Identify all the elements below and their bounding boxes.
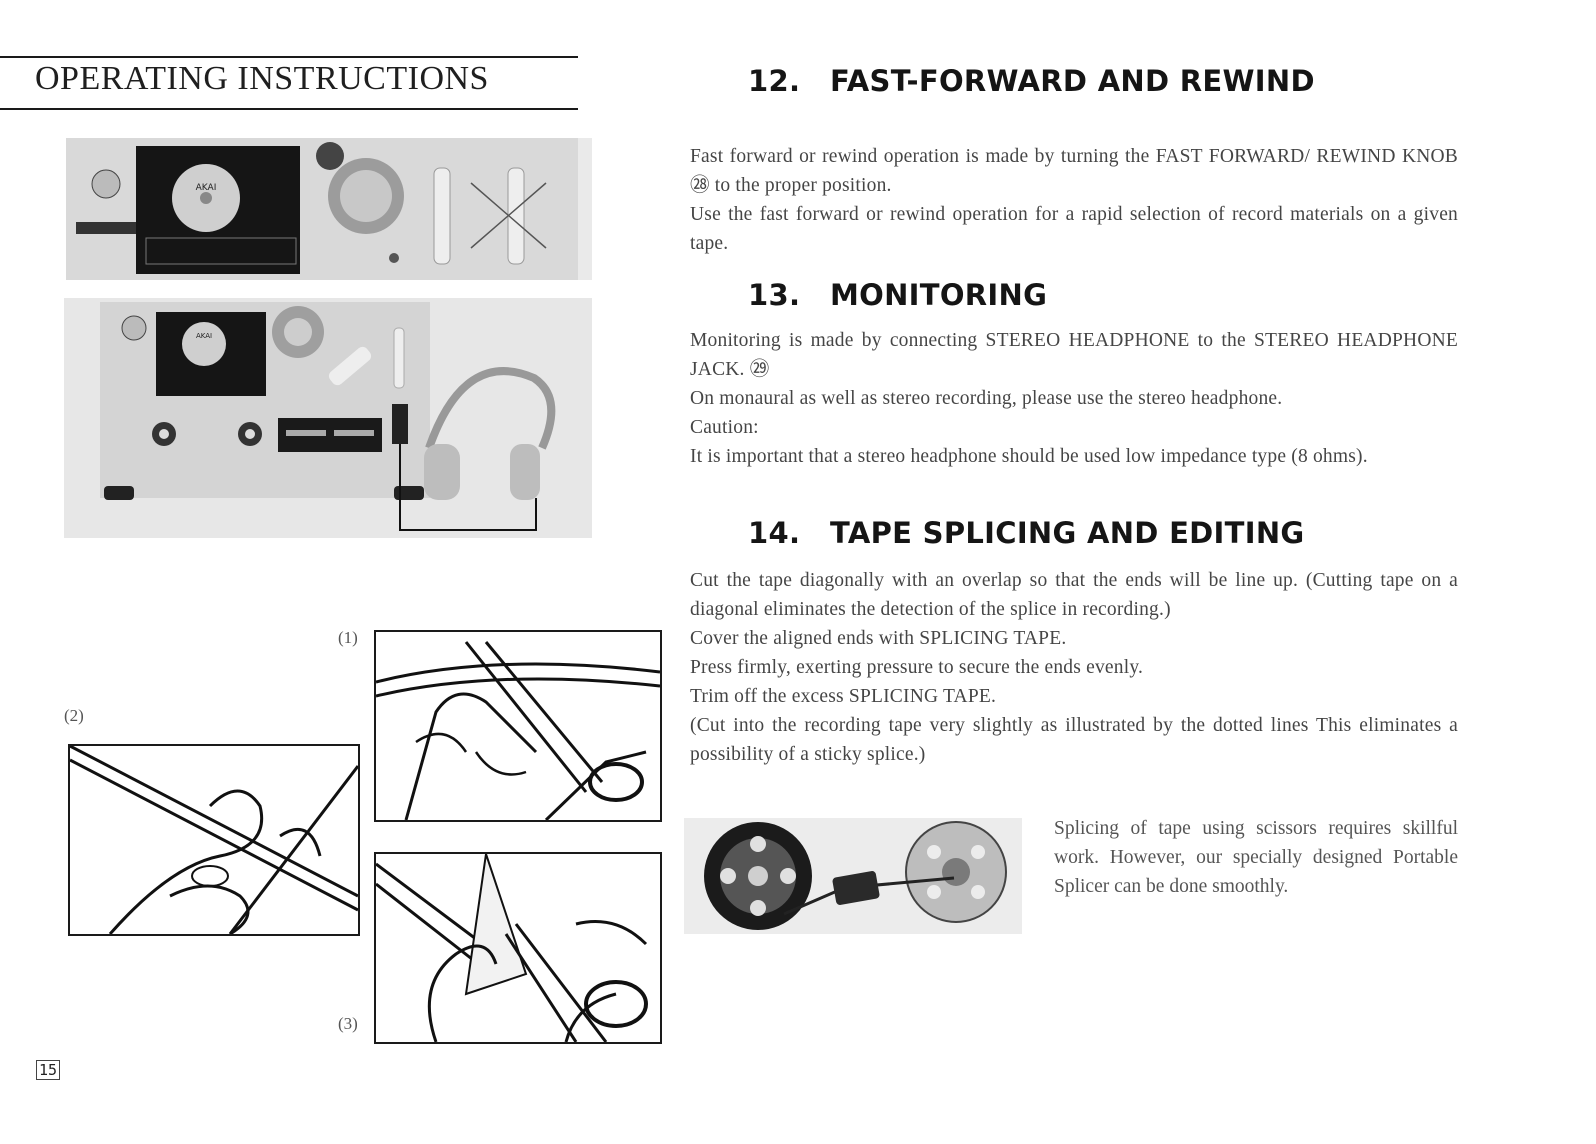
section-13-heading: 13. MONITORING xyxy=(748,278,1047,312)
illustration-label-1: (1) xyxy=(338,628,358,647)
header-rule-bottom xyxy=(0,108,578,110)
paragraph: Cut the tape diagonally with an overlap … xyxy=(690,570,1458,620)
paragraph: Press firmly, exerting pressure to secur… xyxy=(690,657,1144,678)
portable-splicer-photo xyxy=(684,818,1022,934)
section-13-body: Monitoring is made by connecting STEREO … xyxy=(690,326,1458,471)
brand-logo-text: AKAI xyxy=(196,332,212,340)
paragraph: Fast forward or rewind operation is made… xyxy=(690,146,1458,196)
splicing-illustration-2 xyxy=(68,744,360,936)
page-number: 15 xyxy=(36,1060,61,1080)
tape-deck-photo: AKAI xyxy=(66,138,592,280)
paragraph: Splicing of tape using scissors requires… xyxy=(1054,818,1458,897)
paragraph: Use the fast forward or rewind operation… xyxy=(690,204,1458,254)
header-rule-top xyxy=(0,56,578,58)
paragraph: Caution: xyxy=(690,417,759,438)
section-12-heading: 12. FAST-FORWARD AND REWIND xyxy=(748,64,1315,98)
section-12-body: Fast forward or rewind operation is made… xyxy=(690,142,1458,258)
paragraph: Monitoring is made by connecting STEREO … xyxy=(690,330,1458,380)
section-14-heading: 14. TAPE SPLICING AND EDITING xyxy=(748,516,1305,550)
page-title: OPERATING INSTRUCTIONS xyxy=(35,60,489,97)
section-title: TAPE SPLICING AND EDITING xyxy=(830,516,1305,550)
brand-logo-text: AKAI xyxy=(196,183,217,193)
splicing-illustration-3 xyxy=(374,852,662,1044)
section-title: MONITORING xyxy=(830,278,1048,312)
splicer-caption: Splicing of tape using scissors requires… xyxy=(1054,814,1458,901)
paragraph: Trim off the excess SPLICING TAPE. xyxy=(690,686,997,707)
paragraph: Cover the aligned ends with SPLICING TAP… xyxy=(690,628,1067,649)
section-number: 12. xyxy=(748,64,801,98)
section-number: 13. xyxy=(748,278,801,312)
illustration-label-3: (3) xyxy=(338,1014,358,1033)
paragraph: On monaural as well as stereo recording,… xyxy=(690,388,1283,409)
section-title: FAST-FORWARD AND REWIND xyxy=(830,64,1315,98)
splicing-illustration-1 xyxy=(374,630,662,822)
illustration-label-2: (2) xyxy=(64,706,84,725)
section-number: 14. xyxy=(748,516,801,550)
section-14-body: Cut the tape diagonally with an overlap … xyxy=(690,566,1458,769)
paragraph: It is important that a stereo headphone … xyxy=(690,446,1368,467)
paragraph: (Cut into the recording tape very slight… xyxy=(690,715,1458,765)
deck-headphone-photo: AKAI xyxy=(64,298,592,538)
